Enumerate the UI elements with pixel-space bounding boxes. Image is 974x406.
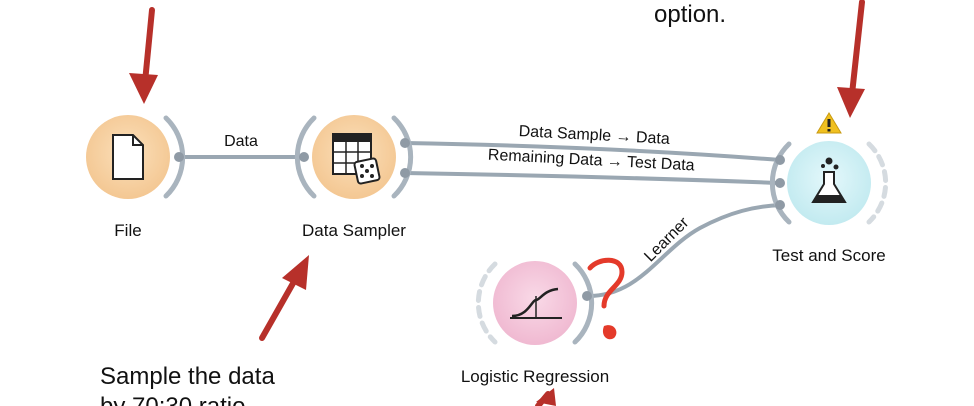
test-and-score-label: Test and Score [772, 246, 885, 265]
link-label-sample-to-data: Data Sample → Data [518, 123, 670, 148]
flask-icon [811, 157, 847, 203]
annotation-arrow-logreg [535, 388, 556, 406]
link-learner[interactable] [587, 203, 783, 298]
input-channel-arc [294, 115, 317, 199]
link-label-data: Data [224, 133, 258, 150]
output-channel-arc [866, 141, 889, 225]
annotation-arrow-sampler [259, 255, 309, 341]
output-anchor[interactable] [582, 291, 592, 301]
logistic-regression-widget[interactable]: Logistic Regression [461, 261, 609, 386]
link-sample-to-data[interactable] [404, 141, 781, 162]
annotation-arrow-file [129, 7, 158, 104]
annotation-arrow-test [837, 0, 865, 118]
output-anchor[interactable] [174, 152, 184, 162]
bottom-note-line-2: by 70:30 ratio [100, 393, 245, 406]
input-anchor-test-data[interactable] [775, 178, 785, 188]
file-widget[interactable]: File [86, 115, 186, 240]
input-anchor-learner[interactable] [775, 200, 785, 210]
data-sampler-widget[interactable]: Data Sampler [294, 115, 414, 240]
input-anchor[interactable] [299, 152, 309, 162]
input-channel-arc [475, 261, 498, 345]
output-anchor-sample[interactable] [400, 138, 410, 148]
output-channel-arc [572, 261, 595, 345]
logistic-regression-label: Logistic Regression [461, 367, 609, 386]
file-icon [112, 134, 144, 180]
top-note: option. [654, 1, 726, 28]
file-label: File [114, 221, 141, 240]
logistic-curve-icon [510, 287, 562, 319]
output-anchor-remaining[interactable] [400, 168, 410, 178]
input-channel-arc [769, 141, 792, 225]
link-remaining-to-test[interactable] [404, 171, 781, 185]
question-mark-annotation [587, 257, 625, 340]
output-channel-arc [391, 115, 414, 199]
data-sampler-label: Data Sampler [302, 221, 406, 240]
warning-icon[interactable] [816, 112, 842, 134]
data-sampler-icon [332, 133, 381, 185]
input-anchor-data[interactable] [775, 155, 785, 165]
test-and-score-widget[interactable]: Test and Score [769, 112, 889, 265]
bottom-note-line-1: Sample the data [100, 363, 275, 390]
